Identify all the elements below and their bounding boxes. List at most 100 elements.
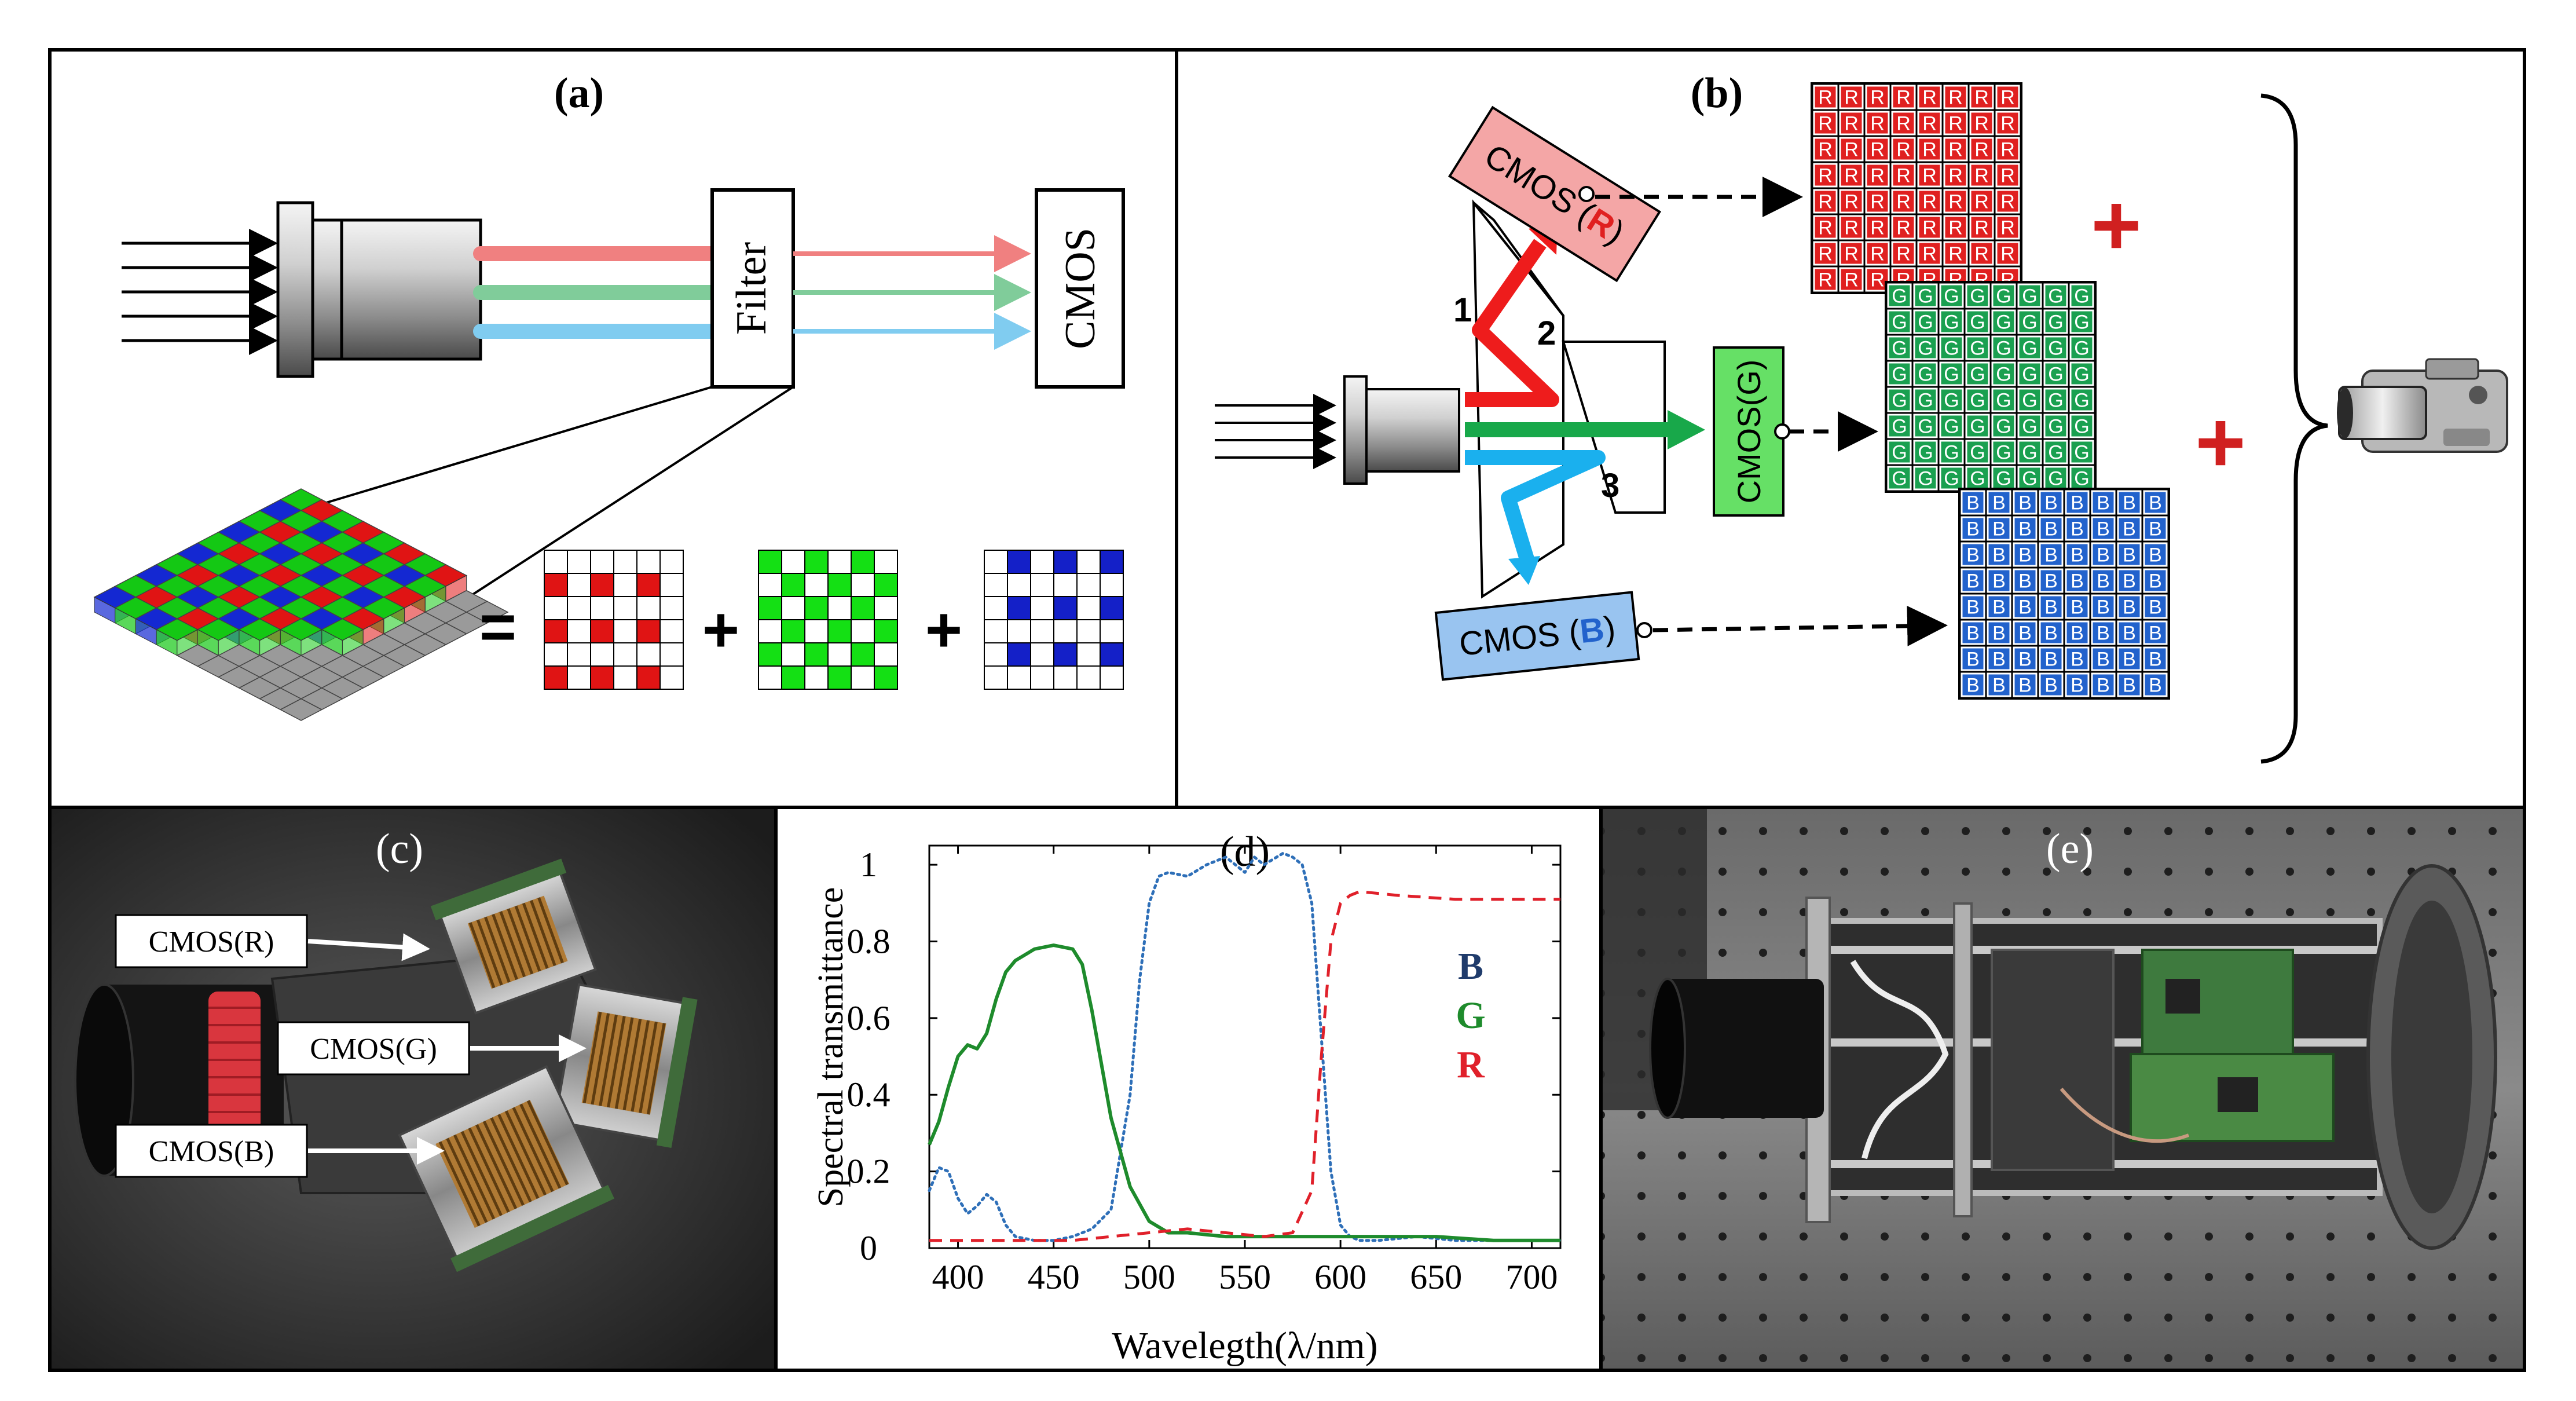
cmos-label-a: CMOS xyxy=(1057,228,1104,349)
channel-cell xyxy=(1813,137,1838,162)
red-filter-grid xyxy=(544,550,684,690)
channel-cell xyxy=(1943,111,1968,136)
channel-cell-letter: B xyxy=(1966,649,1980,671)
channel-cell-letter: R xyxy=(1896,113,1911,135)
channel-cell xyxy=(2069,335,2094,360)
channel-cell xyxy=(2117,646,2142,671)
cmos-b-letter: B xyxy=(1578,610,1606,650)
channel-cell xyxy=(2065,646,2090,671)
panel-c-label: (c) xyxy=(376,825,423,873)
panel-e: (e) xyxy=(1603,809,2523,1369)
channel-cell-letter: R xyxy=(1974,165,1989,187)
cmos-g-label: CMOS(G) xyxy=(1731,360,1767,504)
channel-cell-letter: G xyxy=(1996,442,2011,464)
channel-cell xyxy=(1965,414,1990,438)
channel-cell xyxy=(2143,542,2168,567)
channel-cell xyxy=(2039,568,2064,593)
channel-cell-letter: R xyxy=(2000,243,2015,265)
channel-cell xyxy=(2039,594,2064,619)
x-tick-label: 550 xyxy=(1219,1258,1271,1296)
outer-frame xyxy=(48,48,2526,1372)
channel-cell xyxy=(2091,568,2116,593)
channel-cell-letter: R xyxy=(1844,165,1859,187)
channel-cell xyxy=(1917,241,1942,266)
channel-cell xyxy=(1887,387,1912,412)
series-line-g xyxy=(928,943,1560,1242)
channel-cell xyxy=(2069,414,2094,438)
filter-cell xyxy=(984,619,1008,643)
channel-cell-letter: B xyxy=(2044,649,2058,671)
filter-cell xyxy=(781,550,805,574)
channel-cell-letter: B xyxy=(2044,623,2058,645)
channel-cell xyxy=(2091,594,2116,619)
channel-cell xyxy=(2013,594,2038,619)
filter-cell xyxy=(827,550,852,574)
channel-cell-letter: R xyxy=(1896,217,1911,239)
channel-cell-letter: G xyxy=(2022,286,2037,308)
filter-cell xyxy=(874,619,898,643)
channel-cell-letter: G xyxy=(2074,364,2089,386)
filter-cell xyxy=(636,619,661,643)
channel-cell xyxy=(2065,490,2090,515)
channel-cell-letter: R xyxy=(1974,243,1989,265)
filter-cell xyxy=(781,642,805,667)
channel-cell-letter: R xyxy=(1922,217,1937,239)
channel-cell xyxy=(1995,189,2020,214)
filter-cell xyxy=(613,619,637,643)
channel-cell-letter: B xyxy=(1992,518,2006,540)
y-tick-label: 0.2 xyxy=(847,1153,891,1191)
channel-cell-letter: B xyxy=(2149,492,2162,514)
legend-b: B xyxy=(1458,945,1483,987)
channel-cell xyxy=(2069,387,2094,412)
channel-cell-letter: B xyxy=(2123,649,2136,671)
channel-cell-letter: G xyxy=(1892,468,1907,490)
channel-cell-letter: B xyxy=(2149,623,2162,645)
channel-cell xyxy=(1995,85,2020,109)
path-blue-arrowhead xyxy=(1508,556,1540,585)
filter-cell xyxy=(874,550,898,574)
filter-cell xyxy=(874,596,898,620)
channel-cell-letter: G xyxy=(1970,442,1985,464)
channel-cell xyxy=(2143,490,2168,515)
channel-cell-letter: B xyxy=(2149,518,2162,540)
channel-cell-letter: B xyxy=(1992,623,2006,645)
blue-filter-grid xyxy=(984,550,1124,690)
x-tick-label: 450 xyxy=(1028,1258,1080,1296)
path-green-arrowhead xyxy=(1668,410,1705,449)
channel-cell-letter: R xyxy=(1922,165,1937,187)
filter-cell xyxy=(758,665,782,690)
channel-cell xyxy=(1961,594,1985,619)
filter-cell xyxy=(827,642,852,667)
channel-cell xyxy=(1991,466,2016,491)
channel-cell-letter: B xyxy=(2071,649,2084,671)
channel-cell-letter: R xyxy=(1896,243,1911,265)
channel-cell xyxy=(1995,111,2020,136)
channel-cell-letter: G xyxy=(2074,338,2089,360)
channel-cell-letter: R xyxy=(1818,217,1833,239)
filter-cell xyxy=(804,573,829,597)
filter-cell xyxy=(1100,619,1124,643)
channel-cell xyxy=(1965,309,1990,334)
channel-cell xyxy=(1991,387,2016,412)
channel-cell xyxy=(1865,163,1890,188)
filter-cell xyxy=(636,642,661,667)
filter-cell xyxy=(1100,550,1124,574)
channel-cell-letter: G xyxy=(1996,468,2011,490)
channel-cell-letter: B xyxy=(2044,492,2058,514)
filter-cell xyxy=(851,665,875,690)
channel-cell-letter: B xyxy=(2018,675,2032,697)
channel-cell-letter: G xyxy=(2048,442,2063,464)
filter-cell xyxy=(590,596,614,620)
channel-cell-letter: B xyxy=(2044,518,2058,540)
channel-cell-letter: R xyxy=(2000,139,2015,161)
channel-cell xyxy=(1943,189,1968,214)
channel-cell-letter: R xyxy=(1948,139,1963,161)
filter-cell xyxy=(544,665,568,690)
channel-cell-letter: G xyxy=(1996,312,2011,334)
channel-cell xyxy=(2069,440,2094,464)
channel-cell-letter: R xyxy=(1818,243,1833,265)
channel-cell xyxy=(1813,241,1838,266)
filter-cell xyxy=(544,642,568,667)
channel-cell xyxy=(2017,387,2042,412)
